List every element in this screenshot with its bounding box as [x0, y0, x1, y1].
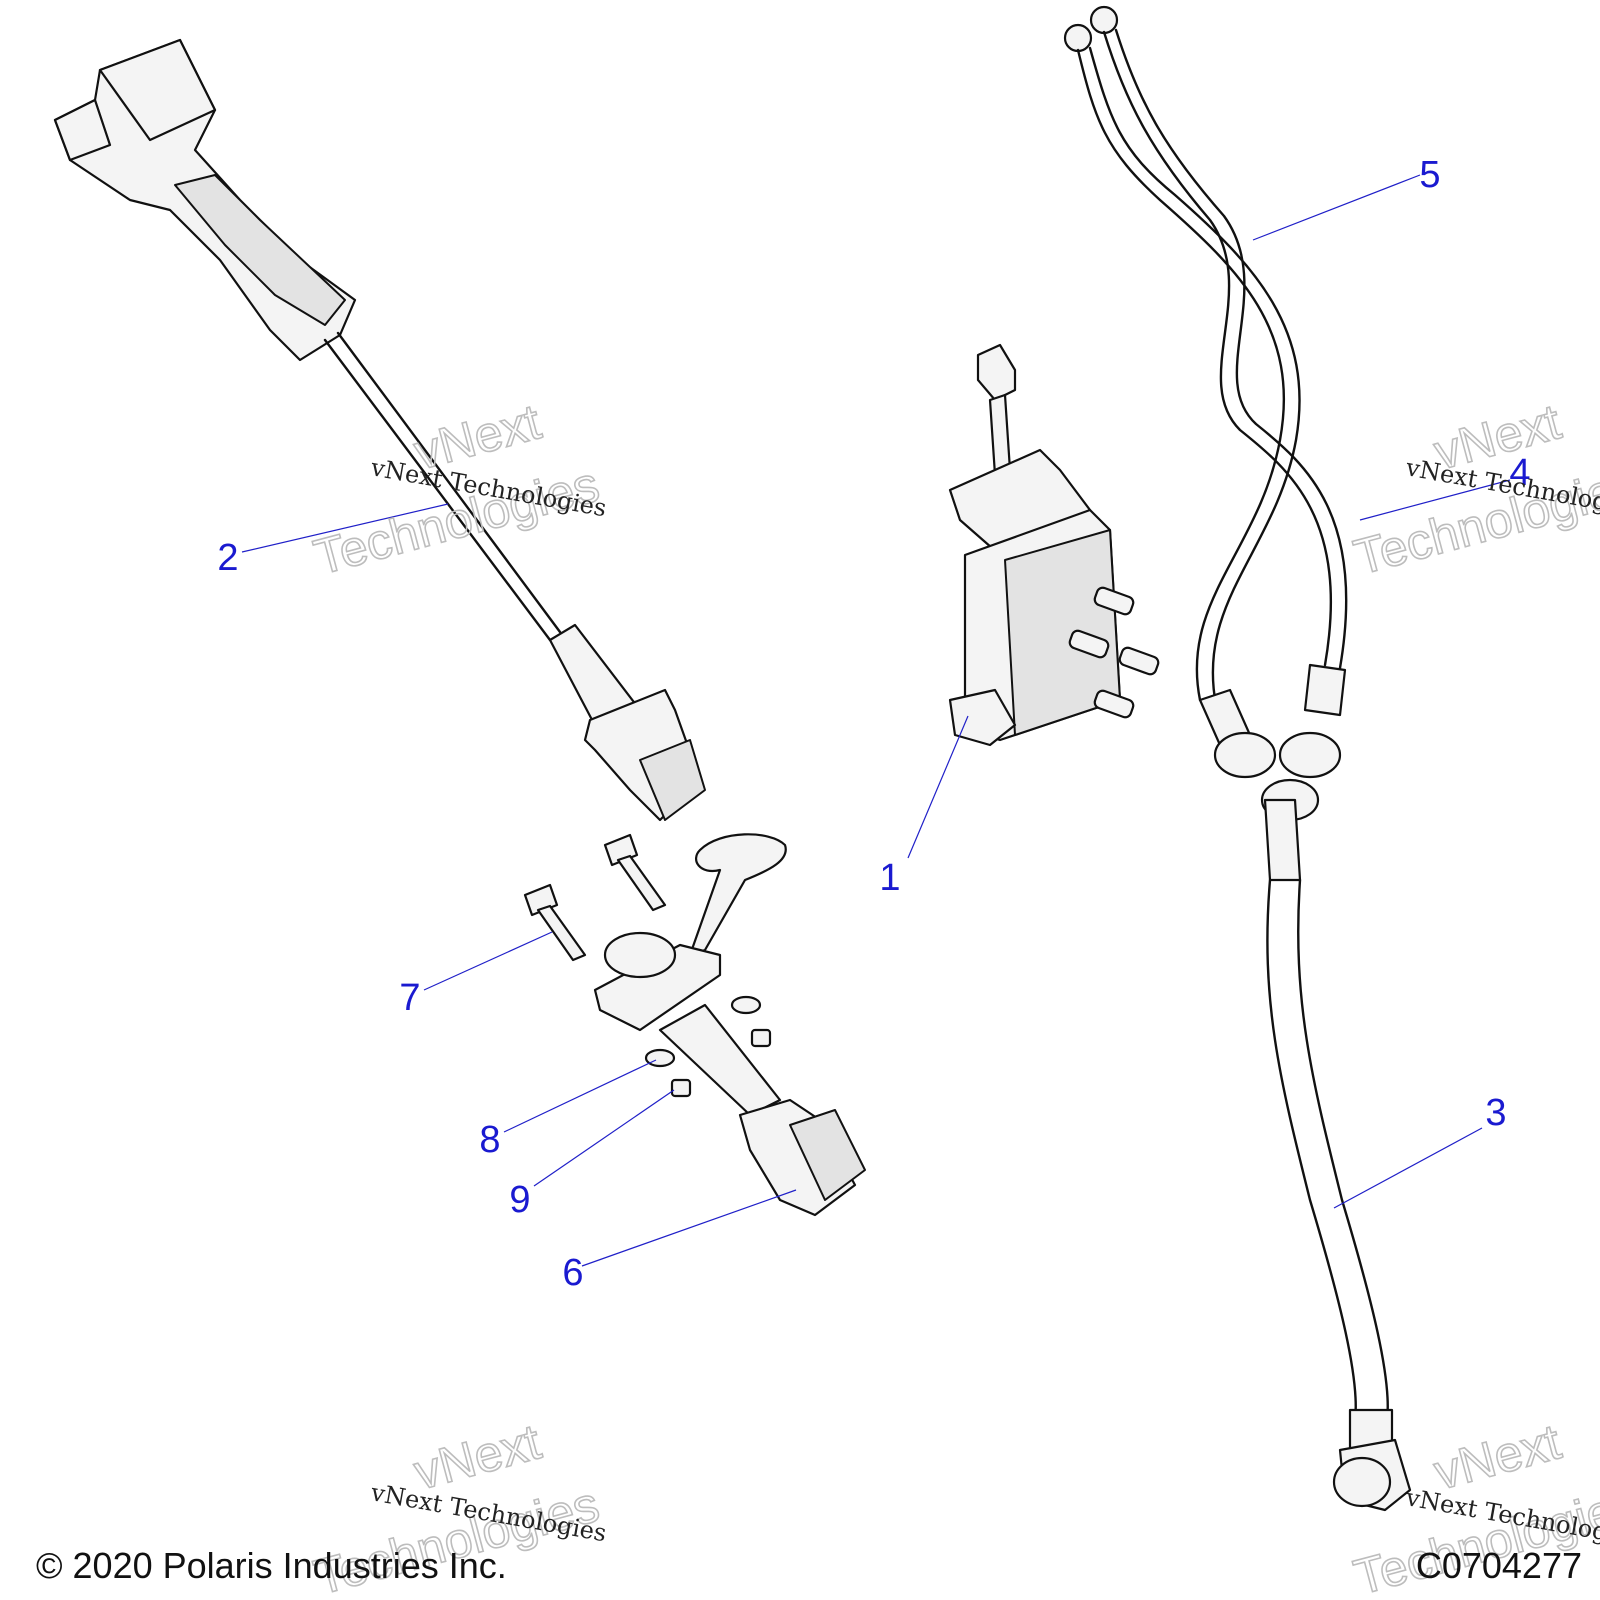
leader-7 — [423, 931, 553, 991]
callout-6: 6 — [562, 1252, 583, 1294]
leader-4 — [1359, 479, 1511, 521]
leader-3 — [1333, 1127, 1483, 1209]
callout-8: 8 — [479, 1119, 500, 1161]
leader-8 — [503, 1059, 657, 1133]
throttle-handle-part — [53, 38, 357, 362]
battery-cable-part-5 — [1063, 23, 1301, 707]
sensor-assembly-part — [593, 833, 866, 1217]
leader-9 — [533, 1089, 675, 1187]
callout-2: 2 — [217, 537, 238, 579]
leader-1 — [907, 715, 969, 859]
watermark-big-line1: vNext — [1428, 1413, 1566, 1500]
long-cable-part — [1266, 878, 1412, 1512]
screw-part-lower — [523, 883, 587, 962]
throttle-cable-part — [323, 331, 706, 822]
cable-junction-part — [1198, 663, 1347, 882]
solenoid-relay-part — [948, 343, 1160, 747]
callout-7: 7 — [399, 977, 420, 1019]
leader-6 — [581, 1189, 797, 1267]
callout-3: 3 — [1485, 1092, 1506, 1134]
leader-lines — [241, 174, 1511, 1267]
leader-5 — [1252, 174, 1421, 241]
callout-labels: 1 2 3 4 5 6 7 8 9 — [217, 154, 1530, 1294]
watermark-top-left: vNext Technologies vNext Technologies — [308, 393, 609, 587]
screw-part-upper — [603, 833, 667, 912]
watermark-top-right: vNext Technologies vNext Technologies — [1348, 393, 1600, 587]
copyright-text: © 2020 Polaris Industries Inc. — [36, 1545, 507, 1586]
callout-5: 5 — [1419, 154, 1440, 196]
leader-2 — [241, 503, 449, 553]
callout-4: 4 — [1509, 452, 1530, 494]
callout-9: 9 — [509, 1179, 530, 1221]
figure-code: C0704277 — [1416, 1545, 1582, 1586]
callout-1: 1 — [879, 857, 900, 899]
nut-part — [670, 1028, 772, 1098]
battery-cable-part-4 — [1089, 5, 1348, 670]
